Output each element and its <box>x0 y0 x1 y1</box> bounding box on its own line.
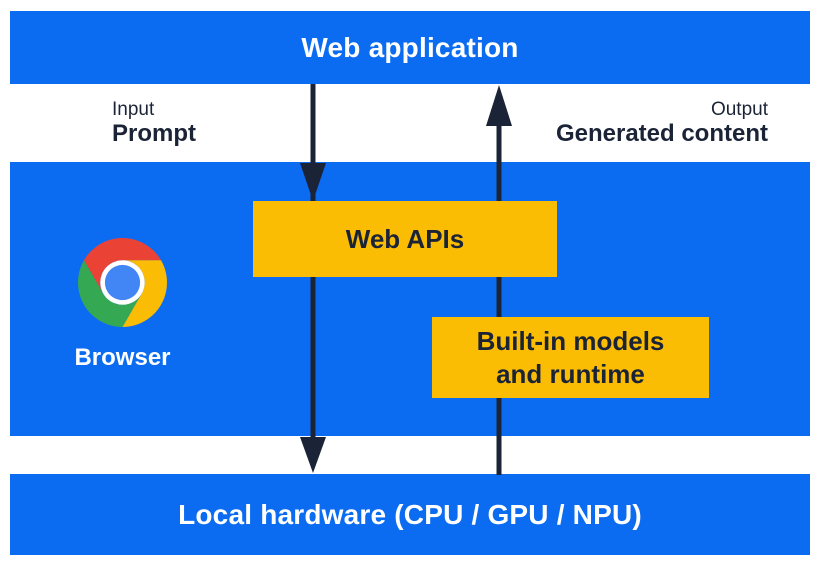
builtin-models-label-line2: and runtime <box>496 358 645 389</box>
input-flow-labels: Input Prompt <box>112 99 196 147</box>
down-arrow-head-into-hardware <box>300 437 326 473</box>
chrome-logo-yellow-segment <box>122 260 167 327</box>
output-flow-labels: Output Generated content <box>556 99 768 147</box>
prompt-label: Prompt <box>112 120 196 147</box>
builtin-models-label-line1: Built-in models <box>476 325 665 356</box>
web-application-band: Web application <box>10 11 810 84</box>
chrome-logo-green-segment <box>78 260 142 327</box>
input-caption: Input <box>112 99 155 120</box>
chrome-logo-svg <box>78 238 167 327</box>
output-caption: Output <box>710 99 768 120</box>
chrome-logo-blue-core <box>104 264 141 301</box>
local-hardware-band: Local hardware (CPU / GPU / NPU) <box>10 474 810 555</box>
web-apis-box: Web APIs <box>253 201 557 277</box>
chrome-logo-icon <box>78 238 167 327</box>
web-application-label: Web application <box>301 31 519 63</box>
up-arrow-head-into-web-app <box>486 85 512 126</box>
web-apis-label: Web APIs <box>345 223 465 254</box>
browser-label: Browser <box>74 344 171 371</box>
builtin-models-box: Built-in models and runtime <box>432 317 709 398</box>
local-hardware-label: Local hardware (CPU / GPU / NPU) <box>178 498 642 530</box>
chrome-logo-red-segment <box>83 238 162 294</box>
generated-content-label: Generated content <box>555 120 768 147</box>
